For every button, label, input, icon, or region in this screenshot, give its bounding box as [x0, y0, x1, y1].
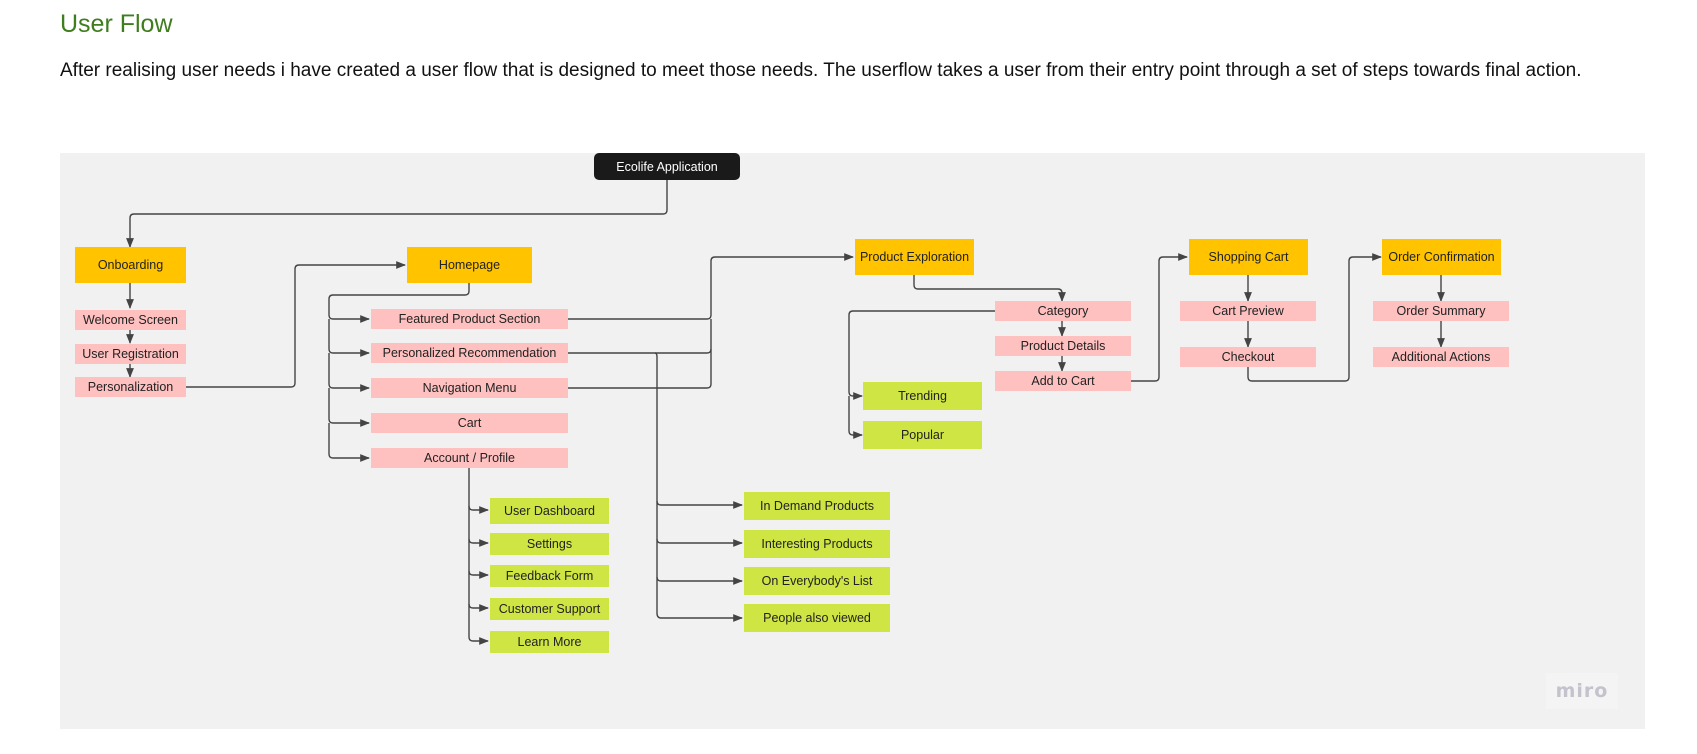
node-checkout[interactable]: Checkout — [1180, 347, 1316, 367]
node-customer-support[interactable]: Customer Support — [490, 598, 609, 620]
node-product-details[interactable]: Product Details — [995, 336, 1131, 356]
connector-exploration-category — [913, 275, 1066, 302]
intro-paragraph: After realising user needs i have create… — [60, 60, 1582, 81]
connector-homepage-personalized — [328, 319, 370, 357]
node-homepage[interactable]: Homepage — [407, 247, 532, 283]
node-popular[interactable]: Popular — [863, 421, 982, 449]
node-onboarding[interactable]: Onboarding — [75, 247, 186, 283]
node-feedback-form[interactable]: Feedback Form — [490, 565, 609, 587]
connectors-layer — [126, 180, 1445, 645]
node-navigation-menu[interactable]: Navigation Menu — [371, 378, 568, 398]
connector-featured-exploration — [568, 253, 854, 320]
node-cart[interactable]: Cart — [371, 413, 568, 433]
connector-addtocart-shoppingcart — [1130, 253, 1188, 382]
node-trending[interactable]: Trending — [863, 382, 982, 410]
node-user-dashboard[interactable]: User Dashboard — [490, 498, 609, 524]
connector-homepage-cart — [328, 388, 370, 427]
page-title: User Flow — [60, 10, 173, 38]
node-featured-product-section[interactable]: Featured Product Section — [371, 309, 568, 329]
connector-rec-indemand — [656, 500, 743, 509]
node-personalization[interactable]: Personalization — [75, 377, 186, 397]
user-flow-board: Ecolife Application Onboarding Welcome S… — [60, 153, 1645, 729]
node-shopping-cart[interactable]: Shopping Cart — [1189, 239, 1308, 275]
connector-rec-interesting — [656, 538, 743, 547]
connector-rec-everybody — [656, 576, 743, 585]
node-personalized-recommendation[interactable]: Personalized Recommendation — [371, 343, 568, 363]
connector-homepage-featured — [328, 283, 470, 323]
node-product-exploration[interactable]: Product Exploration — [855, 239, 974, 275]
connector-rec-peopleviewed — [656, 612, 743, 622]
node-order-summary[interactable]: Order Summary — [1373, 301, 1509, 321]
node-order-confirmation[interactable]: Order Confirmation — [1382, 239, 1501, 275]
node-root[interactable]: Ecolife Application — [594, 153, 740, 180]
node-welcome-screen[interactable]: Welcome Screen — [75, 310, 186, 330]
connector-account-dashboard — [468, 505, 489, 514]
connector-root-onboarding — [126, 180, 668, 248]
connector-checkout-orderconfirmation — [1247, 253, 1382, 382]
connector-homepage-navigation — [328, 353, 370, 392]
node-in-demand-products[interactable]: In Demand Products — [744, 492, 890, 520]
node-on-everybodys-list[interactable]: On Everybody's List — [744, 567, 890, 595]
connector-navigation-exploration — [568, 349, 712, 389]
node-category[interactable]: Category — [995, 301, 1131, 321]
connector-personalized-branch — [654, 352, 658, 613]
connector-account-feedback — [468, 570, 489, 579]
connector-account-settings — [468, 538, 489, 547]
connector-category-trending — [848, 310, 995, 400]
node-account-profile[interactable]: Account / Profile — [371, 448, 568, 468]
connector-homepage-account — [328, 423, 370, 462]
miro-watermark-logo: miro — [1546, 673, 1618, 709]
node-settings[interactable]: Settings — [490, 533, 609, 555]
connector-personalization-homepage — [186, 261, 406, 388]
connector-category-popular — [848, 396, 863, 439]
connector-account-support — [468, 603, 489, 612]
connector-account-learnmore — [468, 636, 489, 645]
node-people-also-viewed[interactable]: People also viewed — [744, 604, 890, 632]
node-cart-preview[interactable]: Cart Preview — [1180, 301, 1316, 321]
node-additional-actions[interactable]: Additional Actions — [1373, 347, 1509, 367]
connector-personalized-exploration — [568, 319, 712, 354]
node-user-registration[interactable]: User Registration — [75, 344, 186, 364]
node-interesting-products[interactable]: Interesting Products — [744, 530, 890, 558]
node-learn-more[interactable]: Learn More — [490, 631, 609, 653]
node-add-to-cart[interactable]: Add to Cart — [995, 371, 1131, 391]
